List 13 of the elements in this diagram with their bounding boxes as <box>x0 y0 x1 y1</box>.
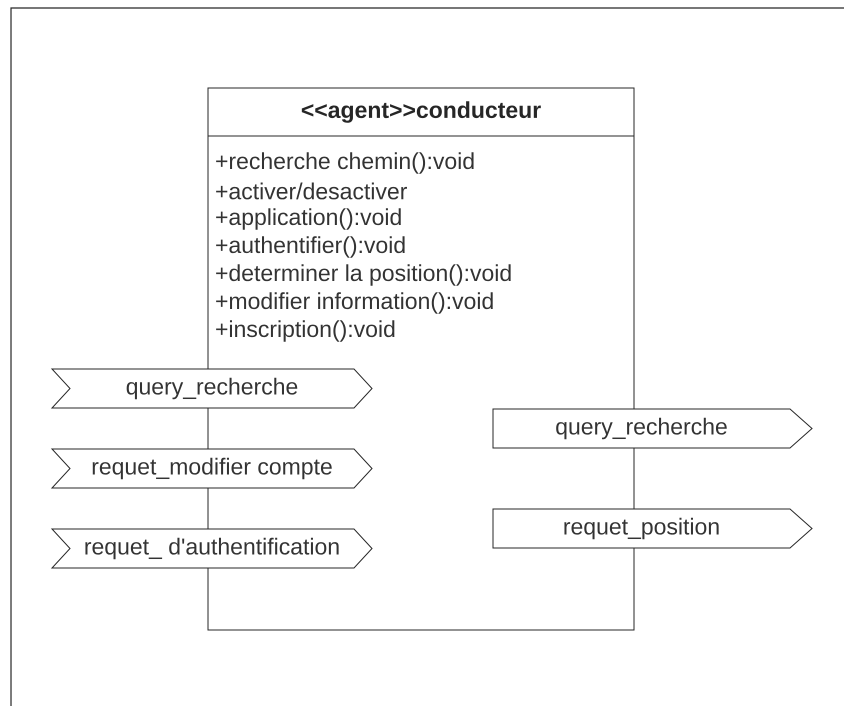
class-name: <<agent>>conducteur <box>302 101 541 123</box>
method-text: +modifier information():void <box>216 292 493 314</box>
method-text: +activer/desactiver <box>216 182 407 200</box>
port-box: requet_ d'authentification <box>50 528 373 568</box>
method-text: +inscription():void <box>216 320 394 342</box>
port-box: requet_modifier compte <box>50 448 373 488</box>
port-box: requet_position <box>492 508 813 548</box>
method-text: +recherche chemin():void <box>216 152 474 174</box>
port-box: query_recherche <box>492 408 813 448</box>
method-text: +application():void <box>216 208 401 230</box>
method-text: +authentifier():void <box>216 236 405 258</box>
port-box: query_recherche <box>50 368 373 408</box>
method-text: +determiner la position():void <box>216 264 511 286</box>
